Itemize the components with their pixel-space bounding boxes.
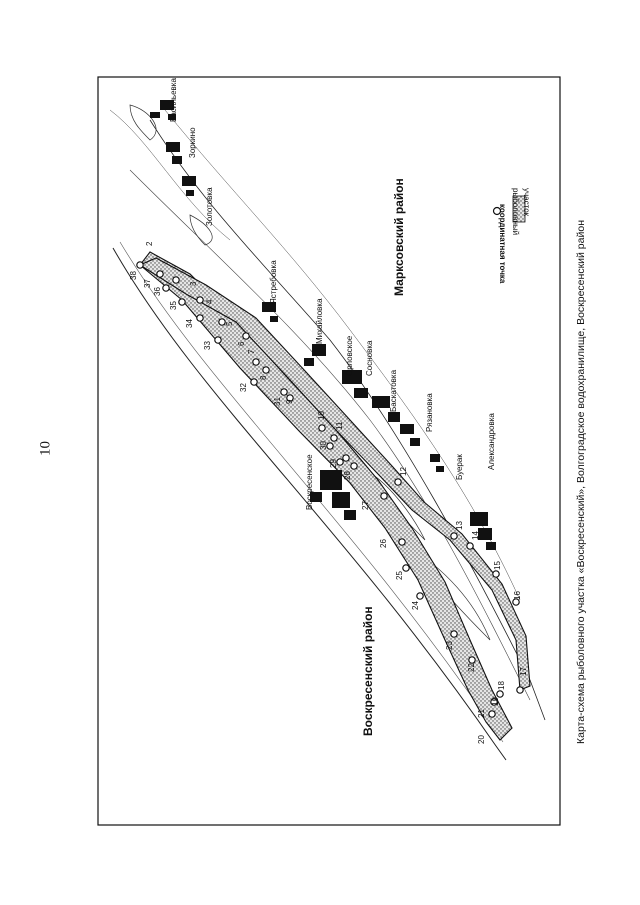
legend-area-label-1: рыболовный xyxy=(511,188,520,235)
point-number: 8 xyxy=(259,375,268,380)
settlement-label: Рязановка xyxy=(425,393,434,432)
district-right-label: Марксовский район xyxy=(392,178,406,296)
settlement-label: Зоркино xyxy=(188,127,197,158)
point-number: 23 xyxy=(445,641,454,650)
point-number: 38 xyxy=(129,271,138,280)
point-number: 15 xyxy=(493,561,502,570)
legend-point-label: координатная точка xyxy=(498,204,507,284)
point-number: 20 xyxy=(477,735,486,744)
point-number: 26 xyxy=(379,539,388,548)
district-left-label: Воскресенский район xyxy=(361,606,375,736)
point-number: 18 xyxy=(497,681,506,690)
river-channel xyxy=(129,169,531,701)
map-frame xyxy=(97,76,561,826)
point-number: 4 xyxy=(205,299,214,304)
point-number: 9 xyxy=(285,399,294,404)
point-number: 21 xyxy=(477,709,486,718)
point-number: 25 xyxy=(395,571,404,580)
point-number: 33 xyxy=(203,341,212,350)
settlement-label: Золотовка xyxy=(205,187,214,226)
point-number: 37 xyxy=(143,279,152,288)
point-number: 16 xyxy=(513,591,522,600)
settlement-label: Баскатовка xyxy=(389,369,398,412)
settlement-label: Воскресенское xyxy=(305,454,314,510)
point-number: 12 xyxy=(399,467,408,476)
legend-point-symbol xyxy=(492,206,502,216)
point-number: 28 xyxy=(343,471,352,480)
point-number: 22 xyxy=(467,663,476,672)
point-number: 36 xyxy=(153,287,162,296)
point-number: 19 xyxy=(491,697,500,706)
point-number: 10 xyxy=(317,411,326,420)
fishing-zone-west xyxy=(139,251,513,741)
point-number: 27 xyxy=(361,501,370,510)
river-channel-3 xyxy=(109,109,231,241)
map-content xyxy=(109,100,546,761)
legend-area-label-2: участок xyxy=(522,188,531,217)
point-number: 30 xyxy=(319,441,328,450)
settlement-blocks xyxy=(150,100,496,550)
settlement-label: Буерак xyxy=(455,454,464,480)
settlement-label: Александровка xyxy=(487,413,496,470)
point-number: 3 xyxy=(189,281,198,286)
map-caption: Карта-схема рыболовного участка «Воскрес… xyxy=(575,220,587,744)
point-number: 31 xyxy=(273,397,282,406)
fishing-zone-east xyxy=(138,257,531,691)
point-number: 34 xyxy=(185,319,194,328)
legend-area-symbol xyxy=(512,195,526,223)
point-number: 13 xyxy=(455,521,464,530)
settlement-label: Михайловка xyxy=(315,298,324,344)
point-number: 32 xyxy=(239,383,248,392)
river-bank-west-inner xyxy=(119,241,504,743)
point-number: 6 xyxy=(237,341,246,346)
point-number: 35 xyxy=(169,301,178,310)
point-number: 29 xyxy=(329,459,338,468)
settlement-label: Сосновка xyxy=(365,340,374,376)
river-bank-west xyxy=(112,247,507,761)
island xyxy=(189,214,213,246)
settlement-label: Ястребовка xyxy=(269,260,278,304)
settlement-label: Орловское xyxy=(345,335,354,376)
point-number: 2 xyxy=(145,241,154,246)
point-number: 11 xyxy=(335,421,344,430)
boundary-points xyxy=(136,261,524,718)
point-number: 17 xyxy=(519,667,528,676)
river-bank-east xyxy=(149,119,546,721)
point-number: 24 xyxy=(411,601,420,610)
legend xyxy=(492,195,526,223)
settlement-label: Васильевка xyxy=(169,78,178,122)
point-number: 14 xyxy=(471,531,480,540)
river-channel-2 xyxy=(164,109,521,601)
point-number: 7 xyxy=(247,349,256,354)
point-number: 5 xyxy=(225,321,234,326)
island xyxy=(129,104,157,141)
